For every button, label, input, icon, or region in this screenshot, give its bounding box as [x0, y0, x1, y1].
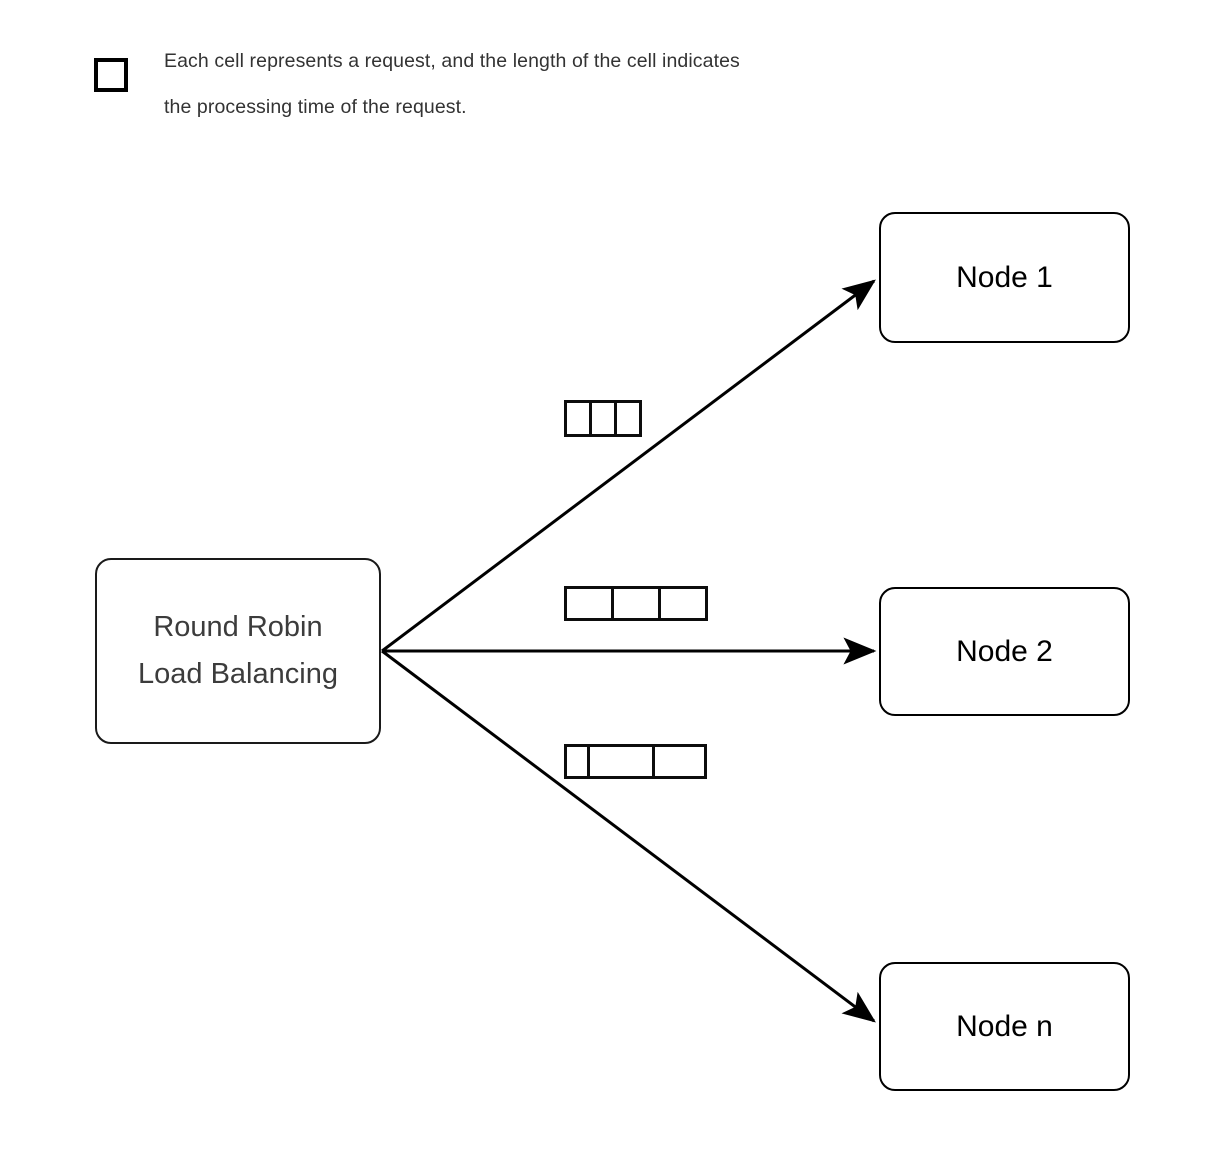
legend-description: Each cell represents a request, and the …	[164, 50, 740, 118]
request-cell	[564, 400, 592, 437]
request-cell	[587, 744, 655, 779]
target-node-node-n[interactable]: Node n	[879, 962, 1130, 1091]
request-cell	[658, 586, 708, 621]
target-node-node-1[interactable]: Node 1	[879, 212, 1130, 343]
queue-node-2	[564, 586, 708, 621]
target-node-label-node-n: Node n	[956, 1009, 1053, 1043]
edge-to-node-n	[381, 649, 876, 1023]
request-cell	[614, 400, 642, 437]
queue-node-n	[564, 744, 707, 779]
empty-cell-square-icon	[94, 58, 128, 92]
request-cell	[589, 400, 617, 437]
target-node-label-node-2: Node 2	[956, 634, 1053, 668]
request-cell	[564, 586, 614, 621]
queue-node-1	[564, 400, 642, 437]
target-node-node-2[interactable]: Node 2	[879, 587, 1130, 716]
load-balancer-node-label: Round Robin Load Balancing	[138, 611, 338, 690]
target-node-label-node-1: Node 1	[956, 260, 1053, 294]
request-cell	[652, 744, 707, 779]
request-cell	[611, 586, 661, 621]
load-balancer-node[interactable]: Round Robin Load Balancing	[95, 558, 381, 744]
